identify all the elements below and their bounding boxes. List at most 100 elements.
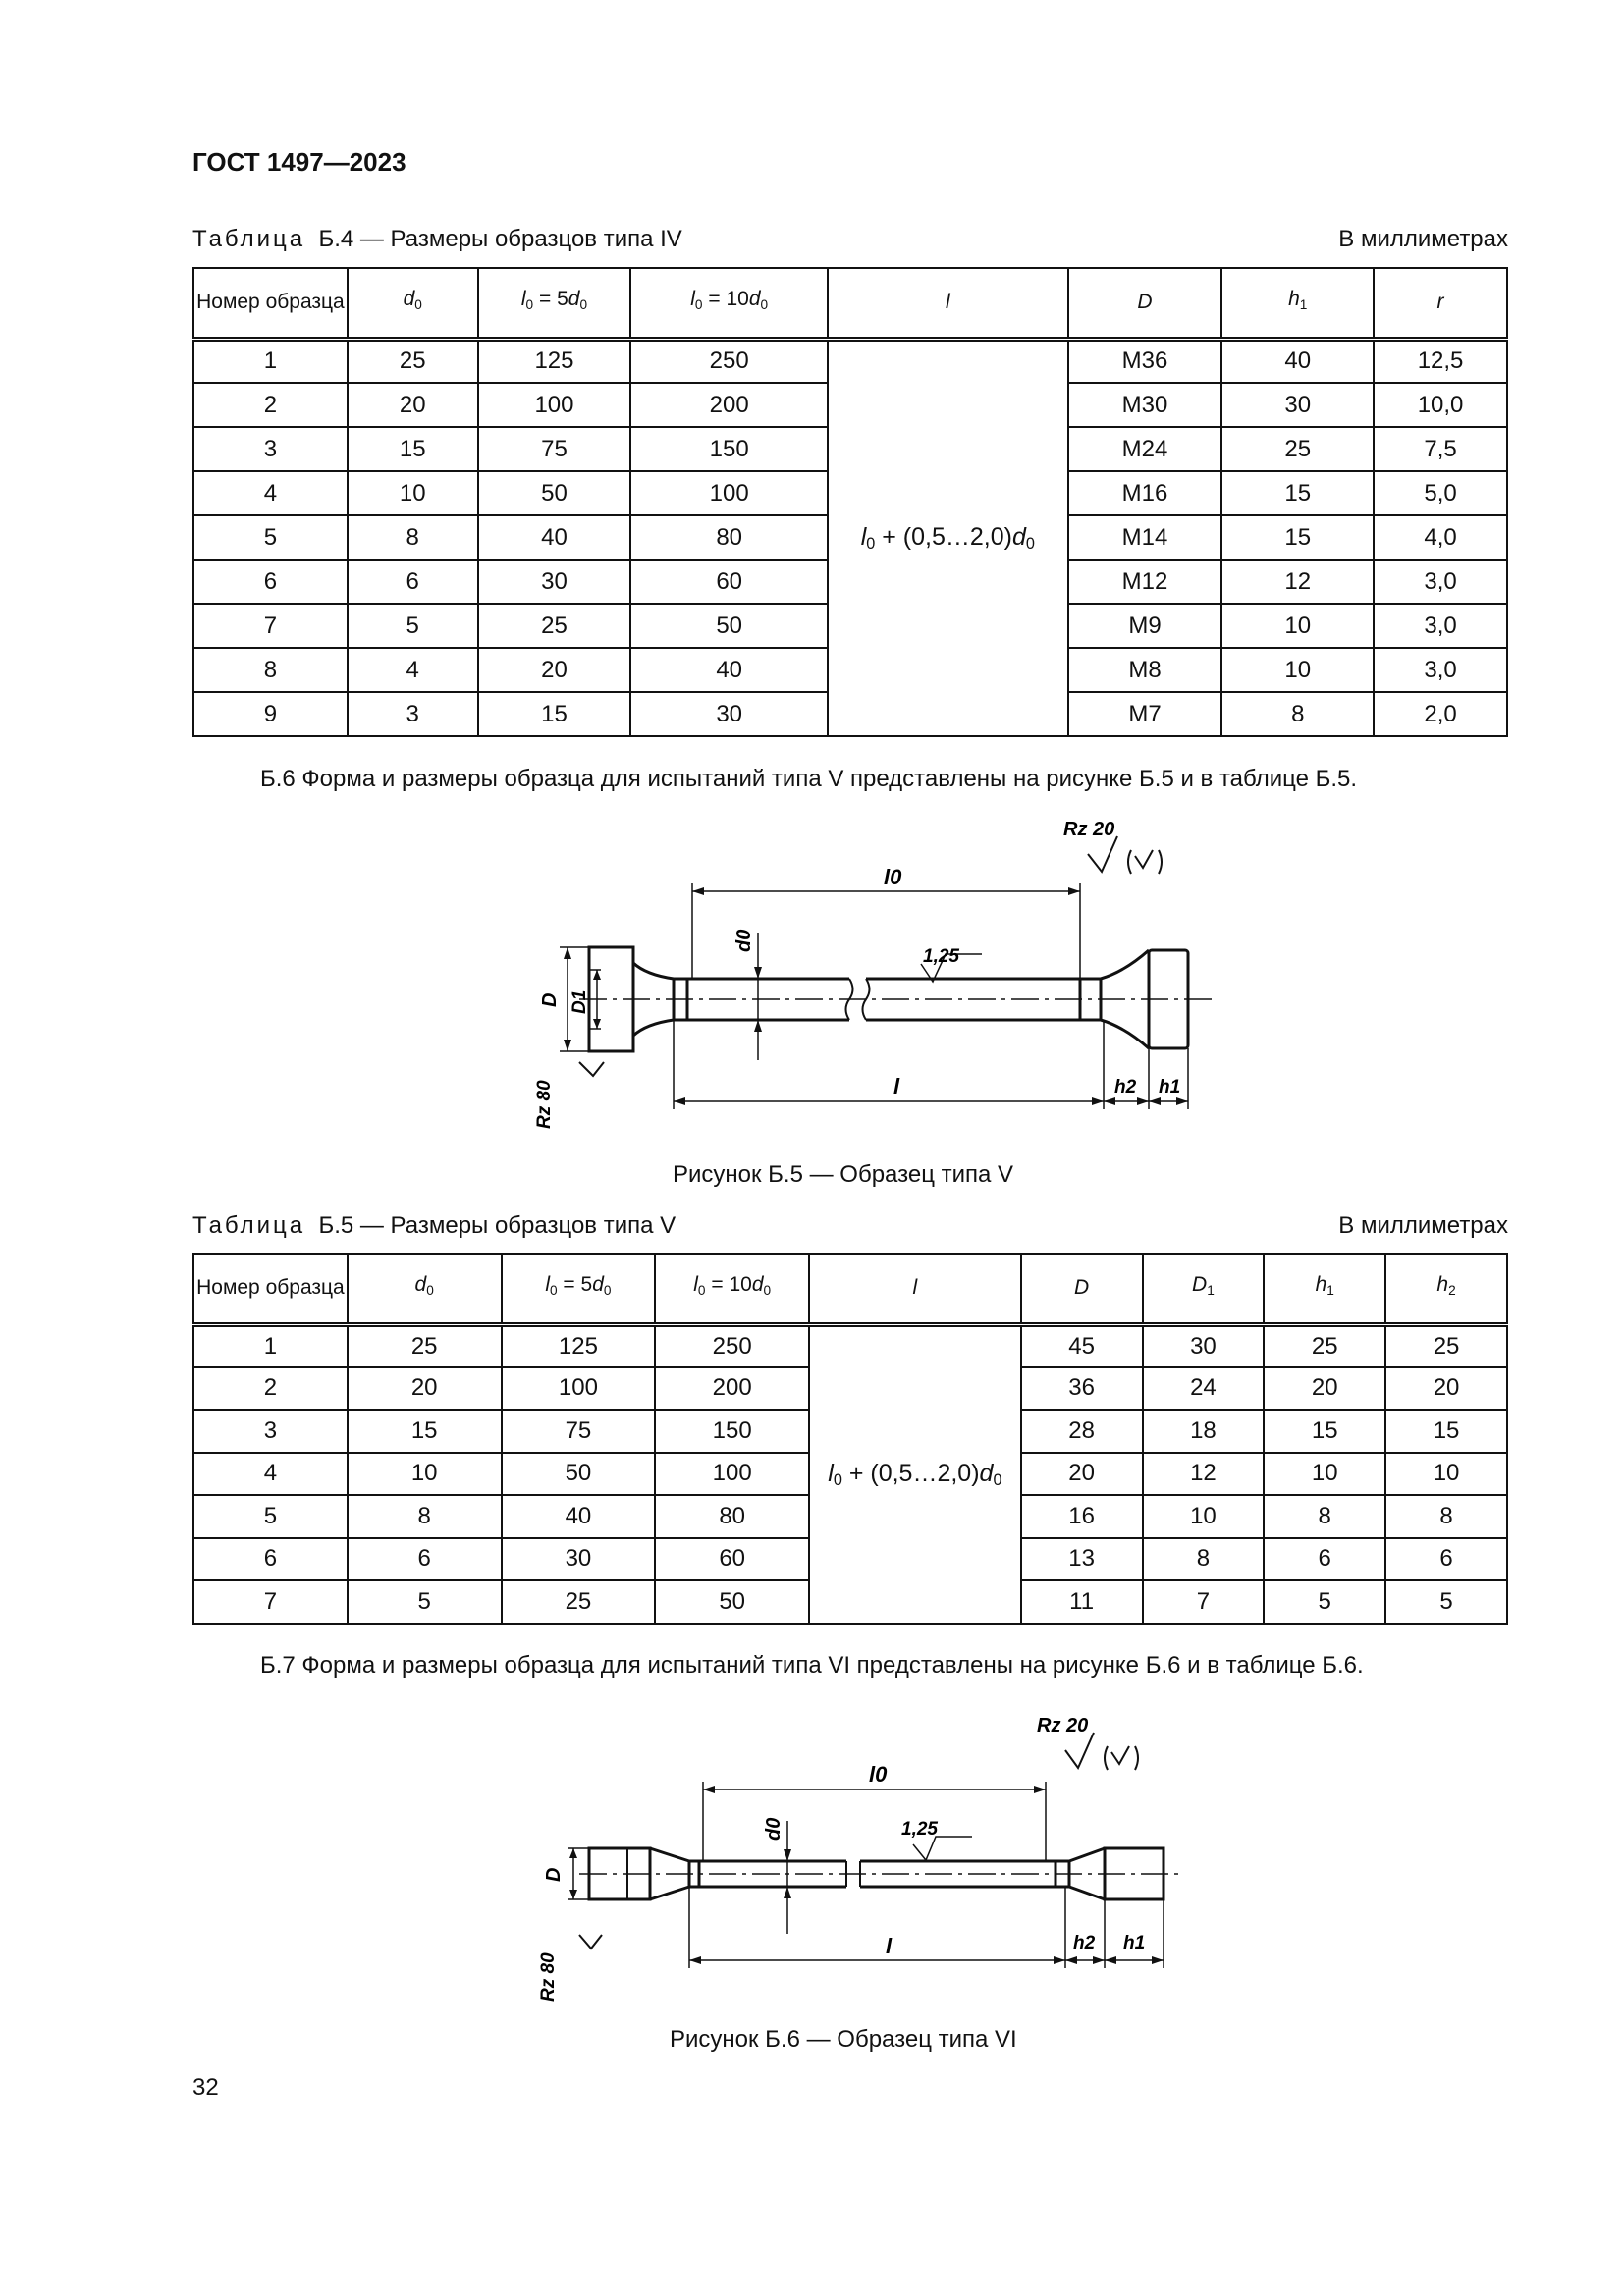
table4-label: Таблица xyxy=(192,226,306,252)
table-cell: 40 xyxy=(500,1494,657,1539)
table-cell: 25 xyxy=(476,603,632,649)
table-cell: М16 xyxy=(1066,470,1223,516)
table-cell: 12,5 xyxy=(1373,338,1508,384)
table-cell: 5 xyxy=(346,603,479,649)
table-cell: 30 xyxy=(500,1536,657,1581)
table-cell: 25 xyxy=(346,1323,503,1368)
t5-h-h2: h2 xyxy=(1384,1253,1508,1327)
table-cell: 6 xyxy=(192,1536,349,1581)
t5-h-number: Номер образца xyxy=(192,1253,349,1327)
table-cell: 5 xyxy=(1384,1579,1508,1625)
fig5-rz80-label: Rz 80 xyxy=(534,1080,555,1129)
table-cell: 4,0 xyxy=(1373,514,1508,561)
t4-h-number: Номер образца xyxy=(192,267,349,342)
table-cell: 25 xyxy=(1263,1323,1387,1368)
table5-label: Таблица xyxy=(192,1212,306,1239)
table5-title: Б.5 — Размеры образцов типа V xyxy=(318,1212,677,1239)
table-cell: 2,0 xyxy=(1373,691,1508,737)
t4-h-l0-10d0: l0 = 10d0 xyxy=(629,267,829,342)
table-cell: 100 xyxy=(500,1365,657,1411)
table-cell: 45 xyxy=(1019,1323,1144,1368)
table-cell: 50 xyxy=(476,470,632,516)
table-cell: 50 xyxy=(629,603,829,649)
table-cell: 20 xyxy=(1263,1365,1387,1411)
table-cell: 16 xyxy=(1019,1494,1144,1539)
page-number: 32 xyxy=(192,2074,219,2101)
table4: Номер образца d0 l0 = 5d0 l0 = 10d0 l D … xyxy=(192,267,1508,737)
table-cell: 7 xyxy=(192,1579,349,1625)
table-cell: 24 xyxy=(1141,1365,1266,1411)
t4-h-D: D xyxy=(1066,267,1223,342)
table-cell: 5 xyxy=(1263,1579,1387,1625)
table-cell: 12 xyxy=(1220,559,1376,605)
table-cell: 10,0 xyxy=(1373,382,1508,428)
table5: Номер образца d0 l0 = 5d0 l0 = 10d0 l D … xyxy=(192,1253,1508,1625)
table-cell: 150 xyxy=(629,426,829,472)
table-cell: 25 xyxy=(346,338,479,384)
merged-l-formula: l0 + (0,5…2,0)d0 xyxy=(808,1323,1022,1625)
fig6-l0-label: l0 xyxy=(869,1762,888,1787)
table-cell: М9 xyxy=(1066,603,1223,649)
fig6-d0-label: d0 xyxy=(763,1818,785,1841)
paragraph-b7: Б.7 Форма и размеры образца для испытани… xyxy=(260,1652,1364,1679)
table-cell: 15 xyxy=(1384,1409,1508,1454)
table-cell: 8 xyxy=(346,1494,503,1539)
table-cell: 30 xyxy=(1141,1323,1266,1368)
t5-h-d0: d0 xyxy=(346,1253,503,1327)
t4-h-h1: h1 xyxy=(1220,267,1376,342)
table-cell: 40 xyxy=(476,514,632,561)
table-cell: 20 xyxy=(1384,1365,1508,1411)
table-cell: 4 xyxy=(346,647,479,693)
table-cell: 8 xyxy=(1220,691,1376,737)
fig6-rz20-label: Rz 20 xyxy=(1037,1715,1088,1736)
t5-h-D1: D1 xyxy=(1141,1253,1266,1327)
table-cell: 36 xyxy=(1019,1365,1144,1411)
table-cell: М7 xyxy=(1066,691,1223,737)
table-cell: 60 xyxy=(654,1536,811,1581)
table-cell: 20 xyxy=(346,1365,503,1411)
t5-h-D: D xyxy=(1019,1253,1144,1327)
table-cell: 3 xyxy=(192,1409,349,1454)
fig6-roughness-label: 1,25 xyxy=(901,1819,938,1840)
table-cell: 25 xyxy=(1220,426,1376,472)
table-cell: М30 xyxy=(1066,382,1223,428)
table-cell: 75 xyxy=(500,1409,657,1454)
table-cell: 8 xyxy=(192,647,349,693)
table-cell: 20 xyxy=(1019,1451,1144,1496)
t5-h-l: l xyxy=(808,1253,1022,1327)
table-cell: 20 xyxy=(346,382,479,428)
fig5-rz20-label: Rz 20 xyxy=(1063,819,1114,840)
table-cell: 2 xyxy=(192,382,349,428)
t4-h-d0: d0 xyxy=(346,267,479,342)
figure-b5-drawing: Rz 20 l0 d0 1,25 D D1 Rz 80 l h2 h1 xyxy=(534,819,1213,1129)
table-cell: 15 xyxy=(346,1409,503,1454)
table-cell: 5,0 xyxy=(1373,470,1508,516)
document-header: ГОСТ 1497—2023 xyxy=(192,147,406,177)
table-cell: 40 xyxy=(1220,338,1376,384)
fig5-D-label: D xyxy=(539,993,561,1007)
table-cell: 30 xyxy=(1220,382,1376,428)
fig5-l-label: l xyxy=(893,1074,900,1098)
fig6-h1-label: h1 xyxy=(1123,1933,1145,1953)
table-cell: 5 xyxy=(346,1579,503,1625)
t5-h-l0-10d0: l0 = 10d0 xyxy=(654,1253,811,1327)
table-cell: 200 xyxy=(654,1365,811,1411)
table-cell: 1 xyxy=(192,338,349,384)
table-cell: 9 xyxy=(192,691,349,737)
table-cell: 6 xyxy=(1263,1536,1387,1581)
figure-b6-drawing: Rz 20 l0 d0 1,25 D Rz 80 l h2 h1 xyxy=(538,1715,1183,2002)
table-cell: 100 xyxy=(654,1451,811,1496)
table-cell: 1 xyxy=(192,1323,349,1368)
table-cell: 50 xyxy=(654,1579,811,1625)
table-cell: 2 xyxy=(192,1365,349,1411)
t5-h-l0-5d0: l0 = 5d0 xyxy=(500,1253,657,1327)
table-cell: 15 xyxy=(476,691,632,737)
fig6-h2-label: h2 xyxy=(1073,1933,1096,1953)
